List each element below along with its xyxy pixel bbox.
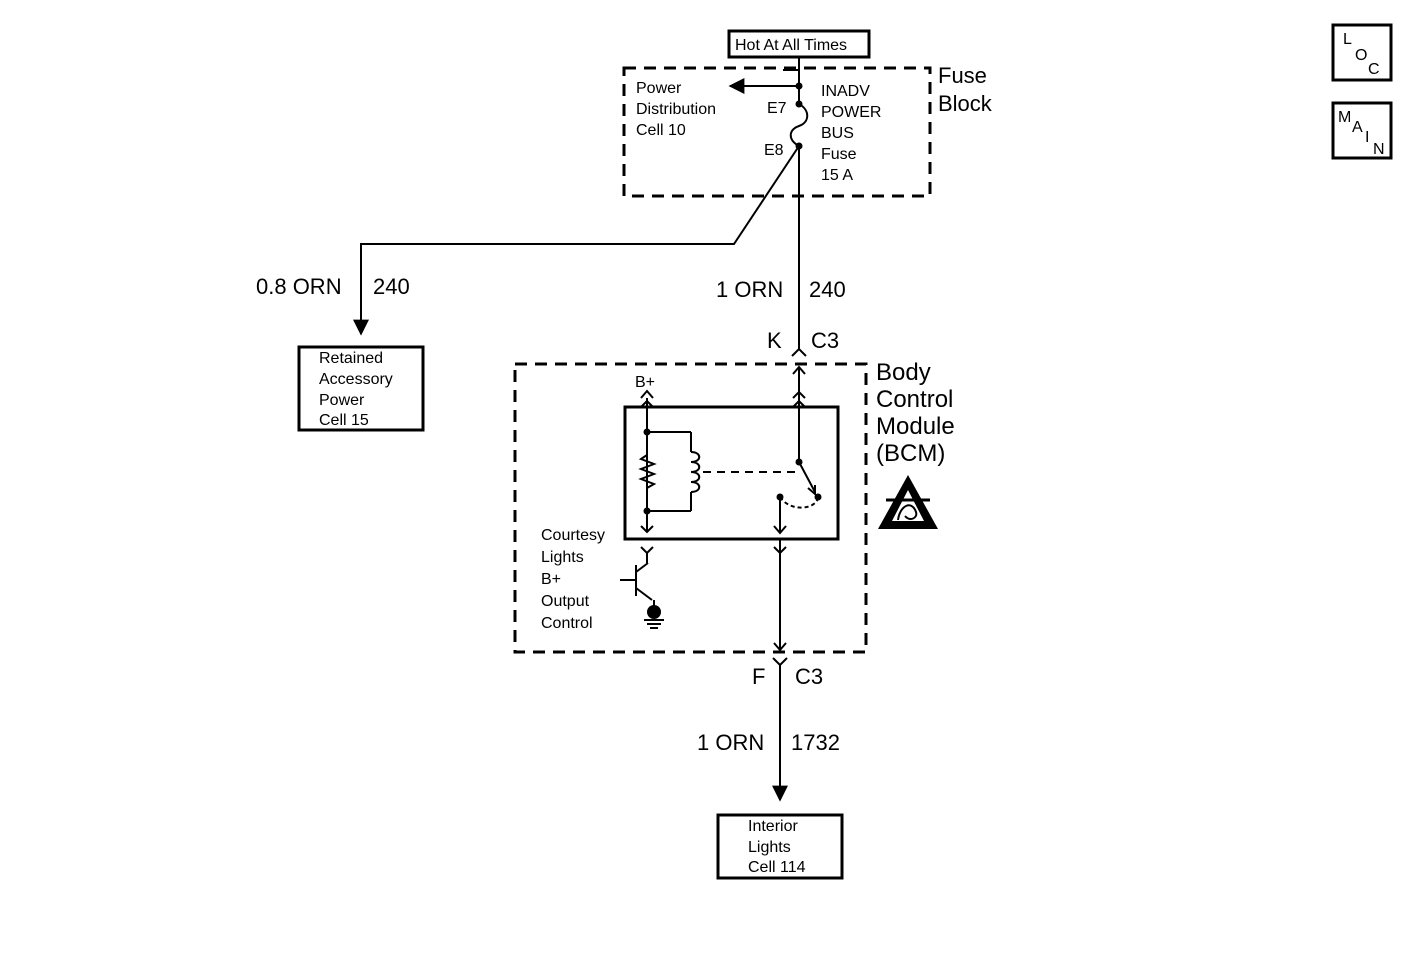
- terminal-e7-label: E7: [767, 100, 787, 117]
- loc-letter-o: O: [1355, 47, 1367, 64]
- terminal-e7-dot: [795, 100, 803, 108]
- fuse-label-line1: INADV: [821, 83, 870, 100]
- fuse-block-title-line1: Fuse: [938, 63, 987, 88]
- bcm-title-line4: (BCM): [876, 440, 945, 467]
- hot-at-all-times-label: Hot At All Times: [727, 29, 871, 59]
- relay-internals: [620, 365, 819, 652]
- relay-junction-dot-2: [643, 507, 651, 515]
- left-branch-wire: [353, 145, 800, 336]
- main-letter-m: M: [1338, 109, 1351, 126]
- courtesy-label-line4: Output: [541, 593, 590, 610]
- bcm-title-line3: Module: [876, 413, 955, 440]
- connector-top-id: C3: [811, 328, 839, 353]
- interior-lights-line2: Lights: [748, 839, 791, 856]
- power-distribution-line1: Power: [636, 80, 682, 97]
- bcm-title-line2: Control: [876, 386, 953, 413]
- fuse-block: Fuse Block Power Distribution Cell 10 E7…: [622, 63, 993, 198]
- retained-accessory-power-box[interactable]: Retained Accessory Power Cell 15: [297, 345, 425, 432]
- connector-bottom-id: C3: [795, 664, 823, 689]
- power-distribution-line3: Cell 10: [636, 122, 686, 139]
- hot-at-all-times-text: Hot At All Times: [735, 37, 847, 54]
- fuse-label-line5: 15 A: [821, 167, 853, 184]
- interior-lights-line3: Cell 114: [748, 859, 806, 876]
- fuse-label-line2: POWER: [821, 104, 881, 121]
- main-button[interactable]: M A I N: [1331, 101, 1393, 160]
- connector-top-pin: K: [767, 328, 782, 353]
- bottom-wire-circuit: 1732: [791, 730, 840, 755]
- interior-lights-line1: Interior: [748, 818, 798, 835]
- fuse-label-line3: BUS: [821, 125, 854, 142]
- relay-contact-dot: [795, 458, 803, 466]
- relay-contact-dot-3: [776, 493, 784, 501]
- connector-k-c3: [791, 344, 807, 357]
- loc-button[interactable]: L O C: [1331, 23, 1393, 82]
- esd-warning-icon: [878, 475, 938, 529]
- fuse-label-line4: Fuse: [821, 146, 857, 163]
- courtesy-label-line3: B+: [541, 571, 561, 588]
- bcm-title-line1: Body: [876, 359, 931, 386]
- relay-box: [623, 405, 840, 541]
- main-letter-i: I: [1365, 129, 1369, 146]
- bcm-b-plus-label: B+: [635, 374, 655, 391]
- junction-dot-top: [795, 82, 803, 90]
- retained-accessory-line4: Cell 15: [319, 412, 369, 429]
- relay-junction-dot-1: [643, 428, 651, 436]
- loc-letter-c: C: [1368, 61, 1380, 78]
- courtesy-label-line5: Control: [541, 615, 593, 632]
- courtesy-label-line1: Courtesy: [541, 527, 605, 544]
- bottom-wire-gauge-color: 1 ORN: [697, 730, 764, 755]
- retained-accessory-line2: Accessory: [319, 371, 393, 388]
- connector-bottom-pin: F: [752, 664, 765, 689]
- retained-accessory-line1: Retained: [319, 350, 383, 367]
- courtesy-label-line2: Lights: [541, 549, 584, 566]
- ground-icon: [644, 605, 664, 629]
- relay-contact-dot-2: [814, 493, 822, 501]
- main-letter-a: A: [1352, 119, 1363, 136]
- left-wire-gauge-color: 0.8 ORN: [256, 274, 342, 299]
- left-wire-circuit: 240: [373, 274, 410, 299]
- loc-letter-l: L: [1343, 31, 1352, 48]
- retained-accessory-line3: Power: [319, 392, 365, 409]
- center-wire-circuit: 240: [809, 277, 846, 302]
- interior-lights-box[interactable]: Interior Lights Cell 114: [716, 813, 844, 880]
- fuse-block-title-line2: Block: [938, 91, 993, 116]
- main-letter-n: N: [1373, 141, 1385, 158]
- power-distribution-line2: Distribution: [636, 101, 716, 118]
- connector-f-c3: [772, 657, 788, 802]
- center-wire-gauge-color: 1 ORN: [716, 277, 783, 302]
- bcm-module: Body Control Module (BCM): [513, 359, 955, 654]
- terminal-e8-label: E8: [764, 142, 784, 159]
